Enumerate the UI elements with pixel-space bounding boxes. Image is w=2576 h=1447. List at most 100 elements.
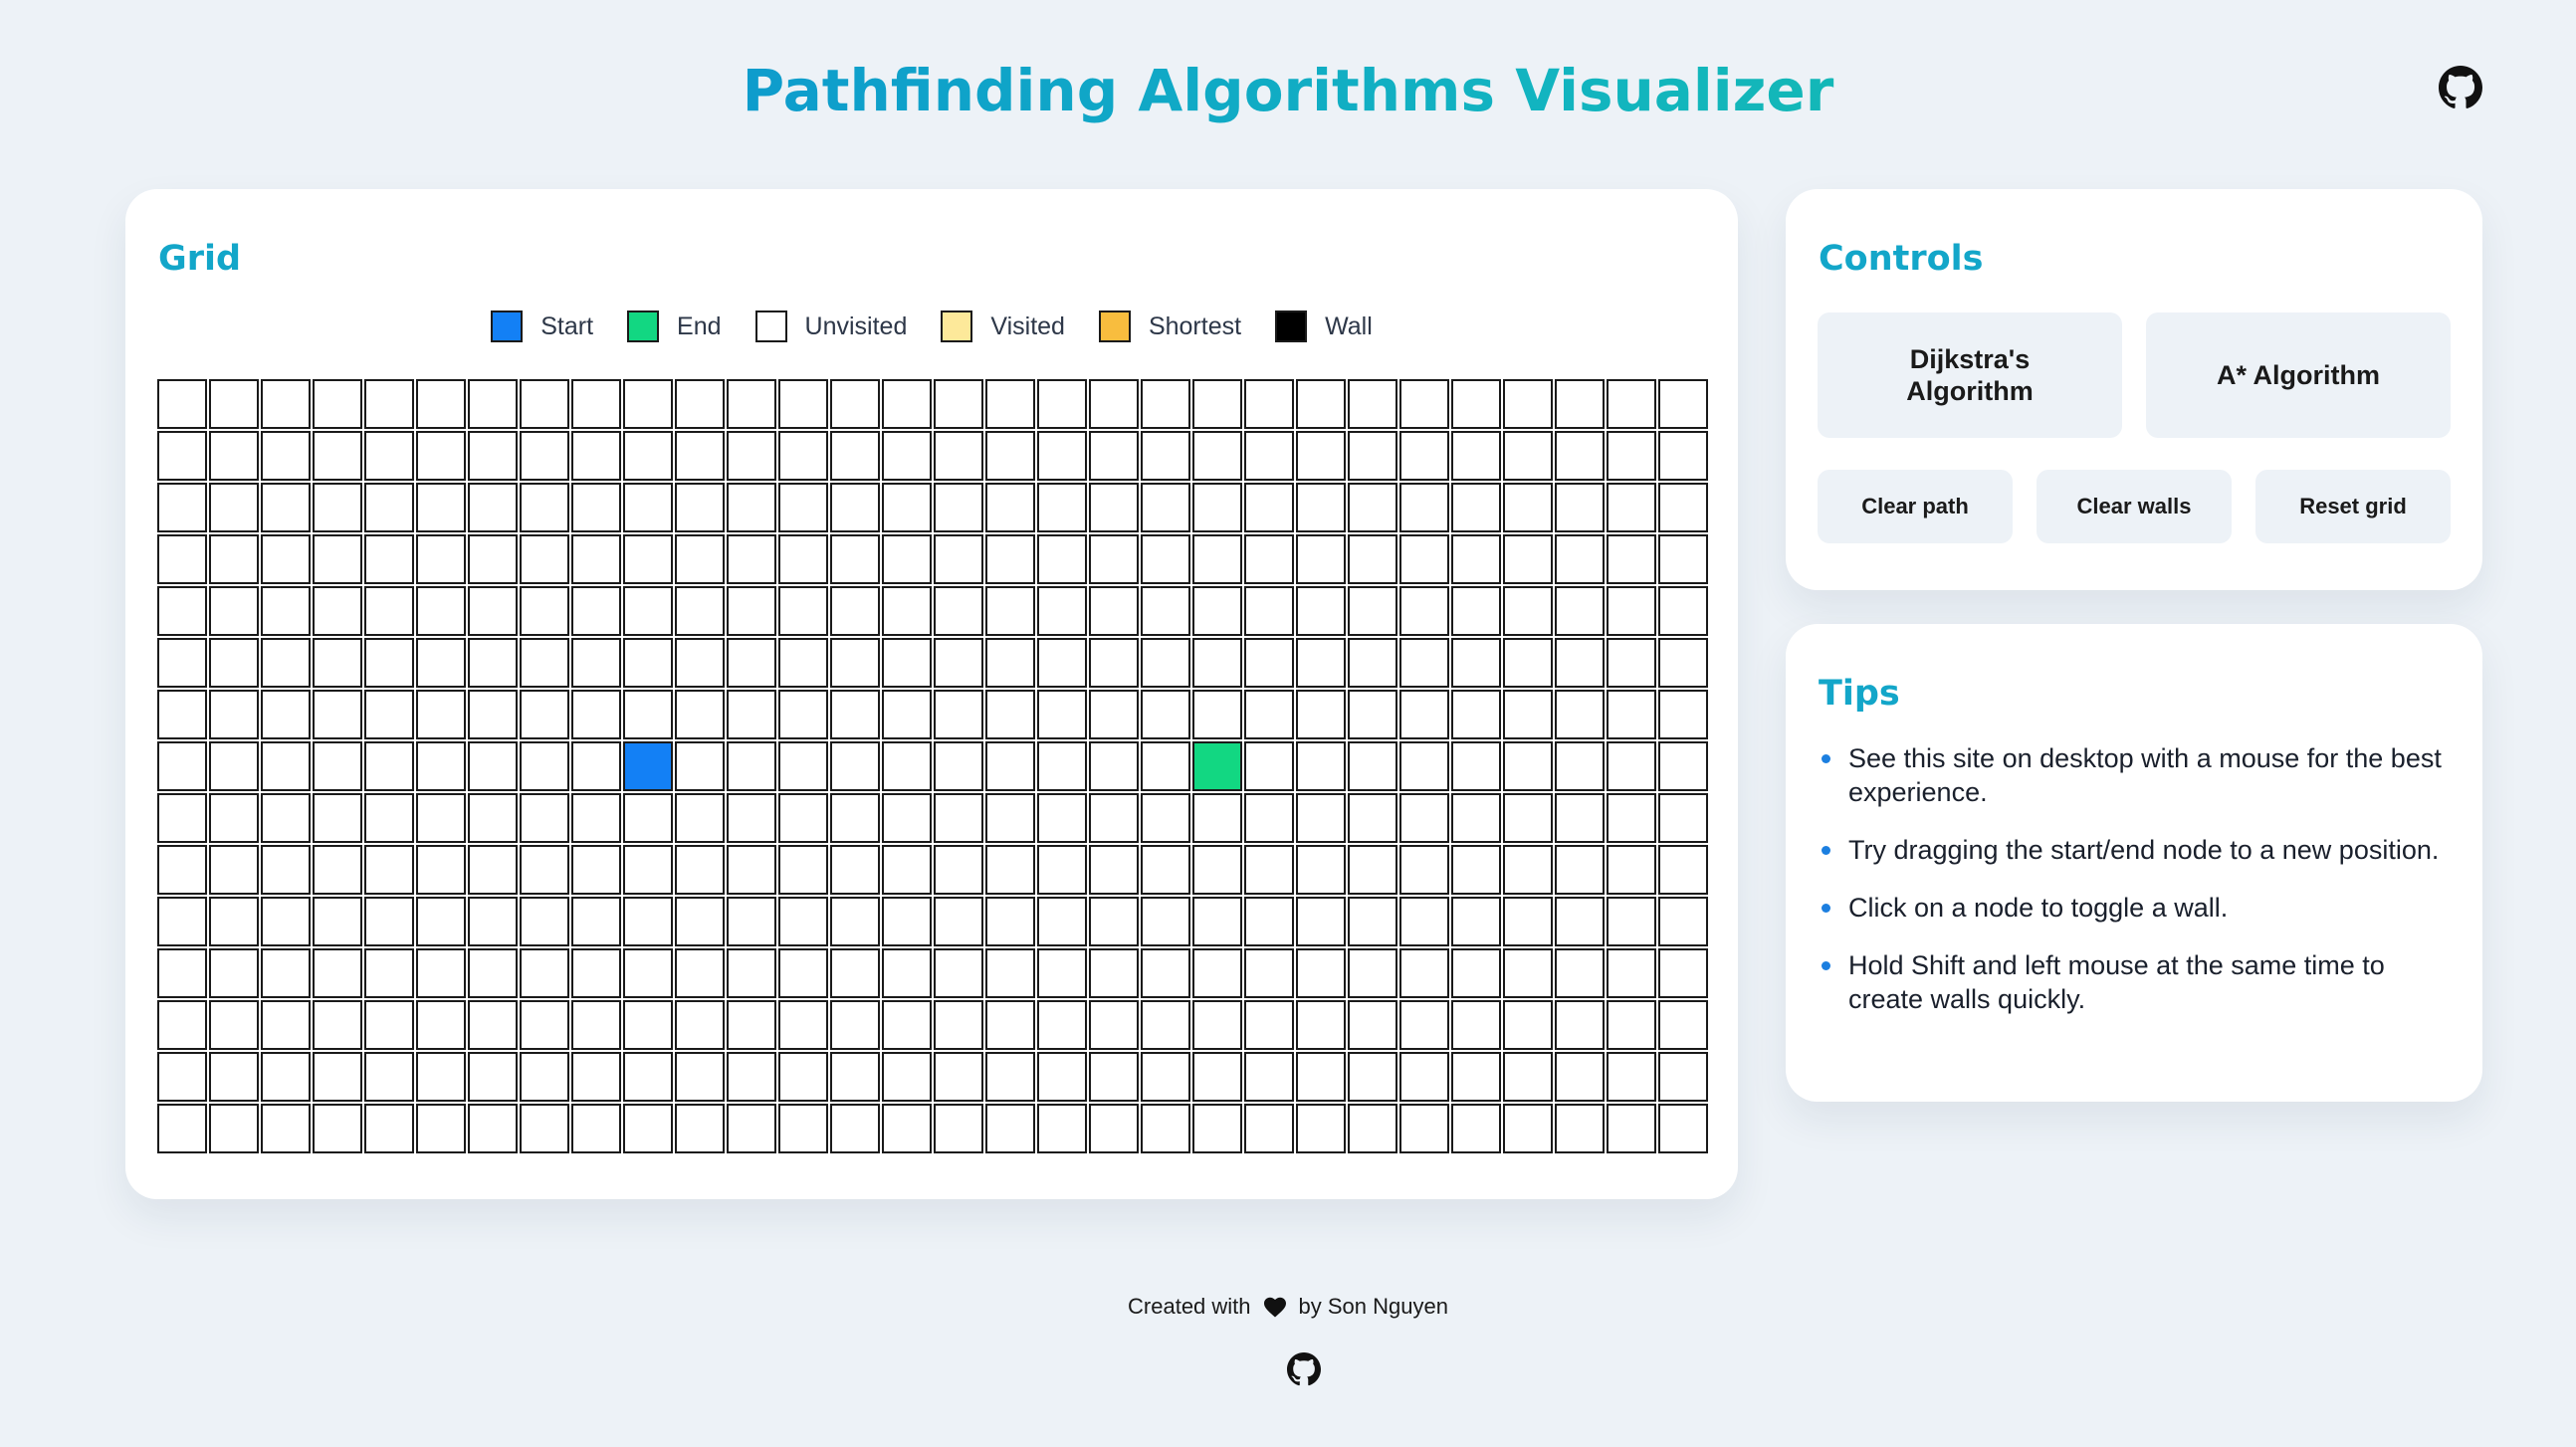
grid-cell[interactable] bbox=[520, 793, 569, 843]
grid-cell[interactable] bbox=[1399, 793, 1449, 843]
grid-cell[interactable] bbox=[985, 534, 1035, 584]
grid-cell[interactable] bbox=[1089, 638, 1139, 688]
grid-cell[interactable] bbox=[1089, 741, 1139, 791]
grid-cell[interactable] bbox=[1141, 1104, 1190, 1153]
grid-cell[interactable] bbox=[1607, 948, 1656, 998]
grid-cell[interactable] bbox=[985, 1104, 1035, 1153]
grid-cell[interactable] bbox=[468, 534, 518, 584]
grid-cell[interactable] bbox=[520, 534, 569, 584]
grid-cell[interactable] bbox=[985, 793, 1035, 843]
grid-cell[interactable] bbox=[1192, 1000, 1242, 1050]
grid-cell[interactable] bbox=[261, 534, 311, 584]
grid-cell[interactable] bbox=[1089, 586, 1139, 636]
grid-cell[interactable] bbox=[1244, 379, 1294, 429]
grid-cell[interactable] bbox=[778, 586, 828, 636]
grid-cell[interactable] bbox=[468, 638, 518, 688]
grid-cell[interactable] bbox=[985, 1000, 1035, 1050]
grid-cell[interactable] bbox=[727, 534, 776, 584]
grid-cell[interactable] bbox=[520, 586, 569, 636]
grid-cell[interactable] bbox=[157, 948, 207, 998]
grid-cell[interactable] bbox=[1192, 793, 1242, 843]
grid-cell[interactable] bbox=[157, 1104, 207, 1153]
grid-cell[interactable] bbox=[571, 690, 621, 739]
grid-cell[interactable] bbox=[778, 741, 828, 791]
grid-cell[interactable] bbox=[1658, 897, 1708, 946]
grid-cell[interactable] bbox=[830, 1052, 880, 1102]
grid-cell[interactable] bbox=[313, 690, 362, 739]
grid-cell[interactable] bbox=[261, 586, 311, 636]
grid-cell[interactable] bbox=[1244, 1104, 1294, 1153]
grid-cell[interactable] bbox=[1451, 741, 1501, 791]
grid-cell[interactable] bbox=[157, 586, 207, 636]
grid-cell[interactable] bbox=[675, 741, 725, 791]
grid-cell[interactable] bbox=[882, 793, 932, 843]
grid-cell[interactable] bbox=[882, 948, 932, 998]
grid-cell[interactable] bbox=[1503, 1104, 1553, 1153]
grid-cell[interactable] bbox=[830, 586, 880, 636]
grid-cell[interactable] bbox=[1607, 897, 1656, 946]
grid-cell[interactable] bbox=[209, 741, 259, 791]
grid-cell[interactable] bbox=[1451, 1000, 1501, 1050]
grid-cell[interactable] bbox=[1658, 586, 1708, 636]
grid-cell[interactable] bbox=[1192, 897, 1242, 946]
grid-cell[interactable] bbox=[1503, 1052, 1553, 1102]
grid-cell[interactable] bbox=[934, 1052, 983, 1102]
grid-cell[interactable] bbox=[1399, 431, 1449, 481]
grid-cell[interactable] bbox=[1451, 483, 1501, 532]
grid-cell[interactable] bbox=[1348, 483, 1397, 532]
grid-cell[interactable] bbox=[830, 638, 880, 688]
grid-cell[interactable] bbox=[727, 897, 776, 946]
grid-cell[interactable] bbox=[416, 1052, 466, 1102]
grid-cell[interactable] bbox=[1399, 534, 1449, 584]
grid-cell[interactable] bbox=[1244, 431, 1294, 481]
grid-cell[interactable] bbox=[157, 1000, 207, 1050]
grid-cell[interactable] bbox=[882, 534, 932, 584]
grid-cell[interactable] bbox=[778, 1052, 828, 1102]
grid-cell[interactable] bbox=[1192, 845, 1242, 895]
grid-cell[interactable] bbox=[157, 845, 207, 895]
grid-cell[interactable] bbox=[157, 897, 207, 946]
grid-cell[interactable] bbox=[468, 1000, 518, 1050]
grid-cell[interactable] bbox=[1296, 845, 1346, 895]
grid-cell[interactable] bbox=[727, 431, 776, 481]
grid-cell[interactable] bbox=[209, 1052, 259, 1102]
grid-cell[interactable] bbox=[1555, 690, 1605, 739]
grid-cell[interactable] bbox=[1089, 1000, 1139, 1050]
grid-cell[interactable] bbox=[1296, 897, 1346, 946]
grid-cell[interactable] bbox=[1037, 1104, 1087, 1153]
grid-cell[interactable] bbox=[1503, 845, 1553, 895]
grid-cell[interactable] bbox=[830, 431, 880, 481]
grid-cell[interactable] bbox=[1244, 690, 1294, 739]
grid-cell[interactable] bbox=[520, 1104, 569, 1153]
grid-cell[interactable] bbox=[675, 431, 725, 481]
grid-cell[interactable] bbox=[468, 897, 518, 946]
grid-cell[interactable] bbox=[1244, 638, 1294, 688]
grid-cell[interactable] bbox=[209, 534, 259, 584]
grid-cell[interactable] bbox=[882, 1052, 932, 1102]
grid-cell[interactable] bbox=[830, 534, 880, 584]
grid-cell[interactable] bbox=[520, 1000, 569, 1050]
grid-cell[interactable] bbox=[1296, 741, 1346, 791]
grid-cell[interactable] bbox=[1607, 483, 1656, 532]
grid-cell[interactable] bbox=[1296, 793, 1346, 843]
grid-cell[interactable] bbox=[778, 431, 828, 481]
grid-cell[interactable] bbox=[364, 431, 414, 481]
grid-cell[interactable] bbox=[416, 534, 466, 584]
grid-cell[interactable] bbox=[261, 690, 311, 739]
grid-cell[interactable] bbox=[571, 534, 621, 584]
grid-cell[interactable] bbox=[261, 948, 311, 998]
grid-cell[interactable] bbox=[1089, 690, 1139, 739]
grid-cell[interactable] bbox=[1399, 690, 1449, 739]
grid-cell[interactable] bbox=[1089, 948, 1139, 998]
grid-cell[interactable] bbox=[520, 690, 569, 739]
grid-cell[interactable] bbox=[1399, 586, 1449, 636]
grid-cell[interactable] bbox=[1037, 431, 1087, 481]
grid-cell[interactable] bbox=[261, 1000, 311, 1050]
grid-cell[interactable] bbox=[571, 1052, 621, 1102]
grid-cell[interactable] bbox=[778, 897, 828, 946]
grid-cell[interactable] bbox=[623, 1052, 673, 1102]
grid-cell[interactable] bbox=[934, 1104, 983, 1153]
grid-cell[interactable] bbox=[313, 638, 362, 688]
grid-cell[interactable] bbox=[1296, 1000, 1346, 1050]
grid-cell[interactable] bbox=[468, 690, 518, 739]
